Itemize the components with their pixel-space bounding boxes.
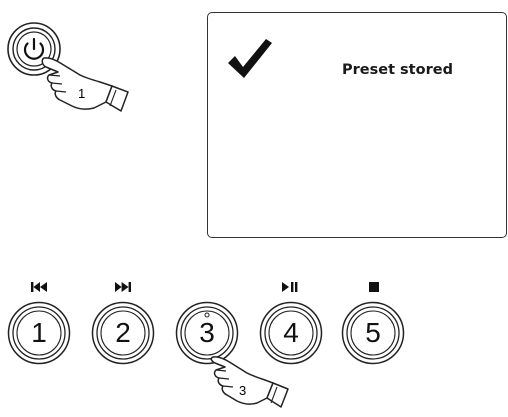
power-step: 1 — [0, 12, 150, 122]
play-pause-icon — [282, 282, 298, 292]
skip-back-icon — [31, 282, 47, 292]
preset-number: 5 — [341, 301, 405, 365]
power-step-illustration: 1 — [0, 12, 150, 122]
power-step-number: 1 — [78, 86, 85, 101]
preset-button-1[interactable]: 1 — [7, 301, 71, 365]
checkmark-icon — [226, 37, 274, 81]
display-screen: Preset stored — [207, 12, 507, 238]
preset-number: 2 — [91, 301, 155, 365]
pointing-hand-icon: 3 — [195, 327, 295, 417]
press-step-number: 3 — [239, 383, 246, 398]
preset-button-5[interactable]: 5 — [341, 301, 405, 365]
preset-buttons-row: 1 2 3 4 5 — [0, 272, 508, 417]
preset-button-2[interactable]: 2 — [91, 301, 155, 365]
preset-number: 1 — [7, 301, 71, 365]
skip-forward-icon — [115, 282, 131, 292]
pointing-hand-icon — [42, 58, 128, 111]
stop-icon — [369, 282, 379, 292]
display-message: Preset stored — [342, 62, 453, 78]
